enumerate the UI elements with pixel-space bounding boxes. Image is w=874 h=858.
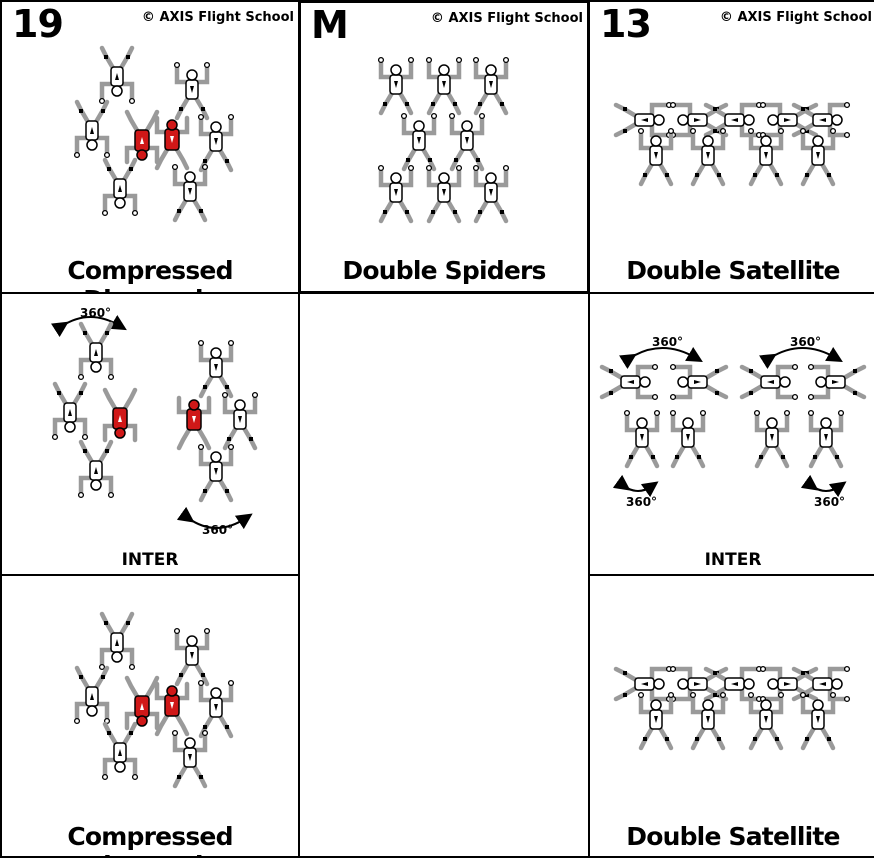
card-19-compressed-diamonds: 19 © AXIS Flight School Compressed Diamo…	[0, 0, 300, 294]
card-19-compressed-diamonds-repeat: Compressed Diamonds	[0, 574, 300, 858]
card-19-inter: 360° 360° INTER	[0, 292, 300, 576]
formation-title: Compressed Diamonds	[2, 822, 298, 858]
card-13-inter: 360° 360° 360° 360° INTER	[588, 292, 874, 576]
rotation-label: 360°	[202, 523, 233, 537]
rotation-label: 360°	[790, 335, 821, 349]
card-m-double-spiders: M © AXIS Flight School Double Spiders	[298, 0, 590, 294]
inter-label: INTER	[590, 550, 874, 570]
double-satellite-inter-diagram: 360° 360° 360° 360°	[590, 294, 874, 574]
inter-label: INTER	[2, 550, 298, 570]
copyright-label: © AXIS Flight School	[142, 10, 294, 25]
rotation-label: 360°	[626, 495, 657, 509]
compressed-diamonds-diagram	[2, 576, 298, 856]
card-13-double-satellite-repeat: Double Satellite	[588, 574, 874, 858]
copyright-label: © AXIS Flight School	[431, 11, 583, 26]
rotation-label: 360°	[652, 335, 683, 349]
card-number: M	[311, 3, 348, 47]
formation-title: Double Satellite	[590, 822, 874, 851]
formation-title: Double Satellite	[590, 256, 874, 285]
card-13-double-satellite: 13 © AXIS Flight School Double Satellite	[588, 0, 874, 294]
card-number: 19	[12, 2, 63, 46]
formation-title: Double Spiders	[301, 256, 587, 285]
compressed-diamonds-inter-diagram: 360° 360°	[2, 294, 298, 574]
rotation-label: 360°	[814, 495, 845, 509]
rotation-label: 360°	[80, 306, 111, 320]
blank-cell	[298, 292, 590, 858]
double-satellite-diagram	[590, 576, 874, 856]
card-number: 13	[600, 2, 651, 46]
copyright-label: © AXIS Flight School	[720, 10, 872, 25]
formation-title: Compressed Diamonds	[2, 256, 298, 294]
